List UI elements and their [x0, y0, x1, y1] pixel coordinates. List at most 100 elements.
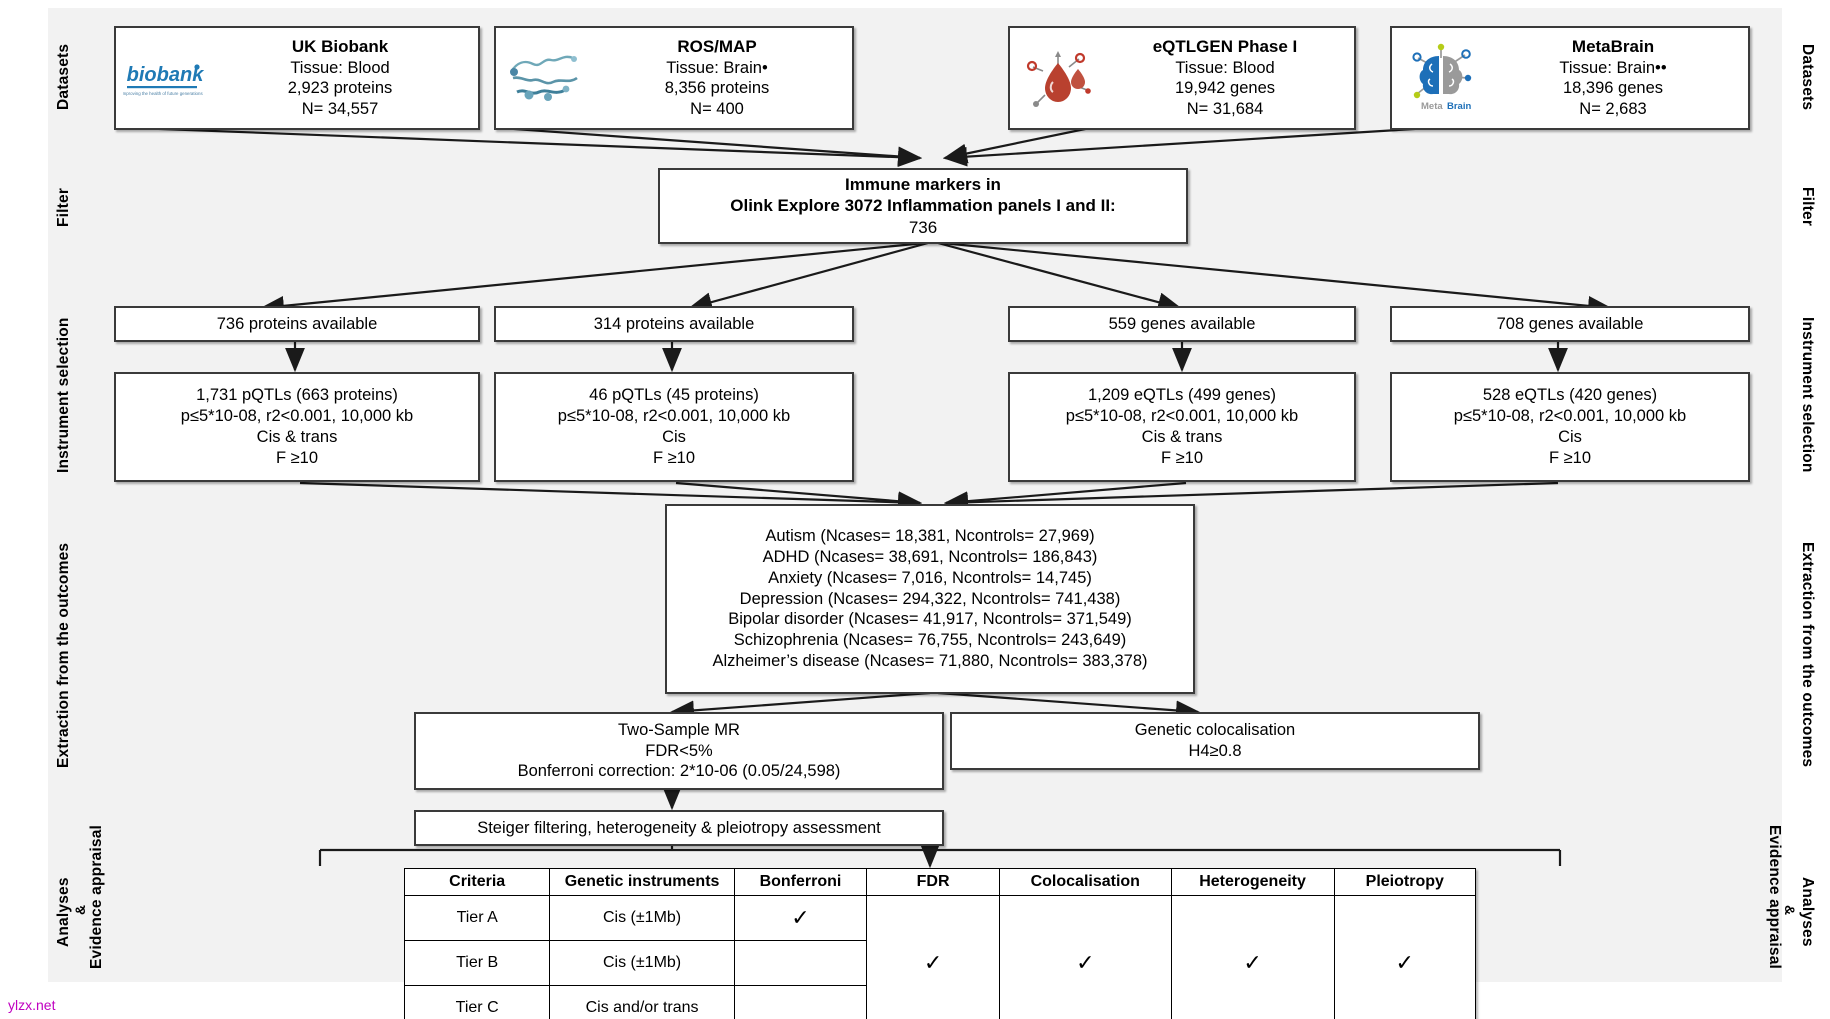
- protein-structure-logo: [502, 40, 588, 116]
- dataset-features: 2,923 proteins: [287, 79, 393, 98]
- rail-right-filter: Filter: [1799, 187, 1816, 227]
- cell-instruments-tier-c: Cis and/or trans: [549, 985, 735, 1019]
- rail-right-evidence-appraisal: Evidence appraisal: [1766, 824, 1783, 970]
- rail-left-filter: Filter: [55, 187, 72, 227]
- outcome-anxiety: Anxiety (Ncases= 7,016, Ncontrols= 14,74…: [768, 568, 1092, 587]
- dataset-features: 19,942 genes: [1174, 79, 1275, 98]
- rail-right-extraction: Extraction from the outcomes: [1799, 542, 1816, 768]
- coloc-h4: H4≥0.8: [1188, 742, 1242, 760]
- rail-left-evidence-appraisal: Evidence appraisal: [88, 824, 105, 970]
- table-row[interactable]: Tier A Cis (±1Mb) ✓ ✓ ✓ ✓ ✓: [403, 895, 1477, 1019]
- cell-instruments-tier-b: Cis (±1Mb): [549, 940, 735, 986]
- instrument-box-eqtlgen[interactable]: 1,209 eQTLs (499 genes) p≤5*10-08, r2<0.…: [1008, 372, 1356, 482]
- instrument-box-metabrain[interactable]: 528 eQTLs (420 genes) p≤5*10-08, r2<0.00…: [1390, 372, 1750, 482]
- outcome-adhd: ADHD (Ncases= 38,691, Ncontrols= 186,843…: [762, 548, 1098, 567]
- rail-left-ampersand: &: [72, 904, 88, 916]
- cell-criteria-tier-b: Tier B: [403, 940, 551, 986]
- dataset-tissue: Tissue: Brain•: [666, 58, 768, 77]
- dataset-sample-size: N= 31,684: [1186, 100, 1264, 119]
- dataset-box-eqtlgen[interactable]: eQTLGEN Phase I Tissue: Blood 19,942 gen…: [1008, 26, 1356, 130]
- mr-bonferroni: Bonferroni correction: 2*10-06 (0.05/24,…: [517, 762, 841, 781]
- available-label: 314 proteins available: [593, 314, 755, 333]
- steiger-filtering-box[interactable]: Steiger filtering, heterogeneity & pleio…: [414, 810, 944, 846]
- dataset-title: MetaBrain: [1571, 37, 1655, 57]
- two-sample-mr-box[interactable]: Two-Sample MR FDR<5% Bonferroni correcti…: [414, 712, 944, 790]
- rail-right-ampersand: &: [1782, 904, 1798, 916]
- instrument-thresholds: p≤5*10-08, r2<0.001, 10,000 kb: [1453, 407, 1687, 426]
- available-box-rosmap-proteins[interactable]: 314 proteins available: [494, 306, 854, 342]
- instrument-box-ukb[interactable]: 1,731 pQTLs (663 proteins) p≤5*10-08, r2…: [114, 372, 480, 482]
- mr-title: Two-Sample MR: [618, 720, 740, 739]
- dataset-text-uk-biobank: UK Biobank Tissue: Blood 2,923 proteins …: [208, 36, 478, 120]
- instrument-count: 46 pQTLs (45 proteins): [589, 386, 759, 405]
- th-heterogeneity: Heterogeneity: [1170, 868, 1335, 896]
- available-box-metabrain-genes[interactable]: 708 genes available: [1390, 306, 1750, 342]
- instrument-cis-trans: Cis: [1558, 428, 1582, 446]
- filter-line-1: Immune markers in: [845, 174, 1001, 194]
- cell-bonferroni-tier-a: ✓: [733, 895, 868, 941]
- table-row[interactable]: Tier C Cis and/or trans: [403, 985, 1476, 1019]
- dataset-tissue: Tissue: Blood: [290, 58, 390, 77]
- dataset-text-eqtlgen: eQTLGEN Phase I Tissue: Blood 19,942 gen…: [1102, 36, 1354, 120]
- dataset-title: eQTLGEN Phase I: [1152, 37, 1298, 57]
- cell-criteria-tier-a: Tier A: [403, 895, 551, 941]
- instrument-cis-trans: Cis: [662, 428, 686, 446]
- metabrain-logo: Meta Brain: [1398, 40, 1484, 116]
- dataset-tissue: Tissue: Blood: [1175, 58, 1275, 77]
- dataset-box-metabrain[interactable]: Meta Brain MetaBrain Tissue: Brain•• 18,…: [1390, 26, 1750, 130]
- instrument-thresholds: p≤5*10-08, r2<0.001, 10,000 kb: [180, 407, 414, 426]
- cell-fdr-merged: ✓: [866, 895, 1000, 1019]
- th-pleiotropy: Pleiotropy: [1333, 868, 1477, 896]
- blood-drop-logo: [1016, 40, 1102, 116]
- genetic-colocalisation-box[interactable]: Genetic colocalisation H4≥0.8: [950, 712, 1480, 770]
- steiger-label: Steiger filtering, heterogeneity & pleio…: [477, 818, 881, 837]
- table-header-row: Criteria Genetic instruments Bonferroni …: [403, 868, 1477, 896]
- cell-colocalisation-merged: ✓: [998, 895, 1172, 1019]
- dataset-sample-size: N= 400: [690, 100, 744, 119]
- outcome-depression: Depression (Ncases= 294,322, Ncontrols= …: [739, 589, 1121, 608]
- dataset-box-uk-biobank[interactable]: biobank Improving the health of future g…: [114, 26, 480, 130]
- available-label: 708 genes available: [1496, 314, 1644, 333]
- coloc-title: Genetic colocalisation: [1134, 721, 1296, 740]
- available-box-eqtlgen-genes[interactable]: 559 genes available: [1008, 306, 1356, 342]
- instrument-fstat: F ≥10: [1160, 448, 1204, 467]
- rail-left-extraction: Extraction from the outcomes: [55, 542, 72, 768]
- available-label: 559 genes available: [1108, 314, 1256, 333]
- svg-text:Improving the health of future: Improving the health of future generatio…: [123, 91, 203, 96]
- dataset-text-rosmap: ROS/MAP Tissue: Brain• 8,356 proteins N=…: [588, 36, 852, 120]
- outcome-alzheimers: Alzheimer’s disease (Ncases= 71,880, Nco…: [712, 651, 1148, 670]
- instrument-fstat: F ≥10: [275, 448, 319, 467]
- th-fdr: FDR: [866, 868, 1000, 896]
- table-row[interactable]: Tier B Cis (±1Mb): [403, 940, 1476, 986]
- outcome-autism: Autism (Ncases= 18,381, Ncontrols= 27,96…: [765, 527, 1095, 546]
- rail-left-analyses: Analyses: [55, 877, 72, 947]
- instrument-cis-trans: Cis & trans: [1141, 428, 1223, 446]
- dataset-title: UK Biobank: [291, 37, 389, 57]
- rail-right-datasets: Datasets: [1799, 43, 1816, 111]
- mr-fdr: FDR<5%: [645, 741, 713, 760]
- instrument-thresholds: p≤5*10-08, r2<0.001, 10,000 kb: [557, 407, 791, 426]
- rail-left-datasets: Datasets: [55, 43, 72, 111]
- rail-left-instrument-selection: Instrument selection: [55, 317, 72, 473]
- th-colocalisation: Colocalisation: [998, 868, 1172, 896]
- watermark: ylzx.net: [8, 997, 56, 1013]
- cell-bonferroni-tier-b: [733, 940, 868, 986]
- filter-box-immune-markers[interactable]: Immune markers in Olink Explore 3072 Inf…: [658, 168, 1188, 244]
- available-box-ukb-proteins[interactable]: 736 proteins available: [114, 306, 480, 342]
- outcomes-box[interactable]: Autism (Ncases= 18,381, Ncontrols= 27,96…: [665, 504, 1195, 694]
- instrument-box-rosmap[interactable]: 46 pQTLs (45 proteins) p≤5*10-08, r2<0.0…: [494, 372, 854, 482]
- dataset-text-metabrain: MetaBrain Tissue: Brain•• 18,396 genes N…: [1484, 36, 1748, 120]
- cell-instruments-tier-a: Cis (±1Mb): [549, 895, 735, 941]
- svg-text:Meta: Meta: [1421, 101, 1443, 112]
- evidence-appraisal-table[interactable]: Criteria Genetic instruments Bonferroni …: [403, 868, 1477, 1019]
- uk-biobank-logo: biobank Improving the health of future g…: [122, 40, 208, 116]
- filter-count: 736: [908, 217, 938, 237]
- cell-bonferroni-tier-c: [733, 985, 868, 1019]
- outcome-bipolar: Bipolar disorder (Ncases= 41,917, Ncontr…: [728, 610, 1132, 629]
- dataset-tissue: Tissue: Brain••: [1559, 58, 1667, 77]
- instrument-count: 1,209 eQTLs (499 genes): [1087, 386, 1277, 405]
- dataset-box-rosmap[interactable]: ROS/MAP Tissue: Brain• 8,356 proteins N=…: [494, 26, 854, 130]
- svg-text:Brain: Brain: [1447, 101, 1471, 112]
- outcome-schizophrenia: Schizophrenia (Ncases= 76,755, Ncontrols…: [733, 631, 1127, 650]
